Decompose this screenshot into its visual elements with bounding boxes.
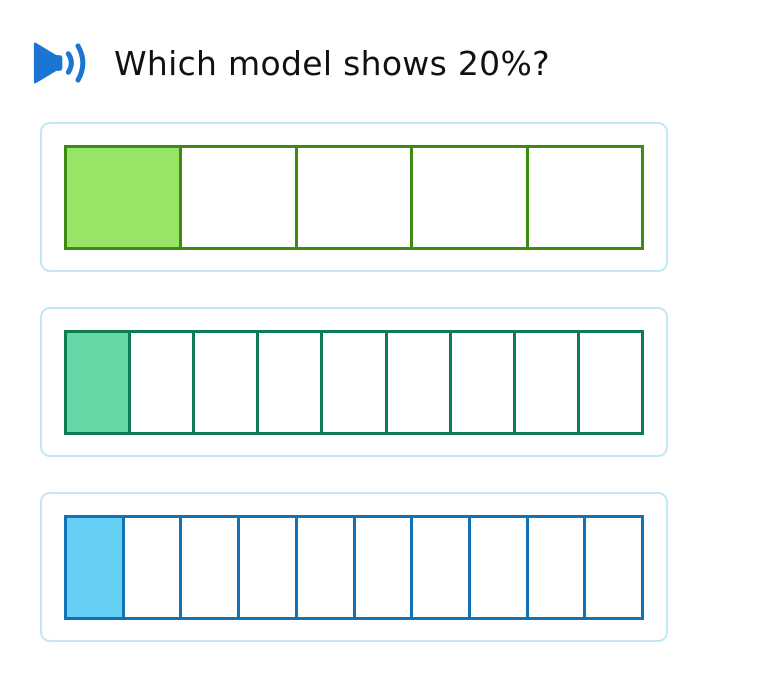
segment-empty bbox=[529, 517, 587, 617]
sound-wave-small bbox=[65, 51, 74, 75]
segment-empty bbox=[182, 147, 298, 247]
segment-empty bbox=[471, 517, 529, 617]
segment-empty bbox=[298, 517, 356, 617]
segment-empty bbox=[413, 517, 471, 617]
segment-empty bbox=[529, 148, 641, 247]
model-10-parts-1-shaded bbox=[64, 514, 644, 620]
segment-empty bbox=[131, 332, 196, 432]
answer-options bbox=[40, 122, 668, 642]
segment-filled bbox=[67, 517, 125, 617]
segment-empty bbox=[240, 517, 298, 617]
segment-empty bbox=[452, 332, 516, 432]
segment-empty bbox=[586, 518, 641, 617]
speaker-icon[interactable] bbox=[30, 40, 92, 86]
segment-empty bbox=[125, 517, 183, 617]
model-9-parts-1-shaded bbox=[64, 329, 644, 435]
segment-empty bbox=[182, 517, 241, 617]
segment-filled bbox=[67, 332, 132, 432]
answer-option-3[interactable] bbox=[40, 492, 668, 642]
segment-empty bbox=[323, 332, 388, 432]
segment-empty bbox=[259, 332, 324, 432]
segment-empty bbox=[516, 332, 580, 432]
segment-empty bbox=[195, 332, 260, 432]
segment-empty bbox=[388, 332, 452, 432]
segment-empty bbox=[580, 333, 641, 432]
answer-option-2[interactable] bbox=[40, 307, 668, 457]
segment-empty bbox=[413, 147, 529, 247]
speaker-horn bbox=[33, 42, 63, 84]
segment-empty bbox=[298, 147, 414, 247]
question-header: Which model shows 20%? bbox=[30, 40, 550, 86]
sound-wave-large bbox=[75, 43, 86, 83]
segment-empty bbox=[356, 517, 414, 617]
answer-option-1[interactable] bbox=[40, 122, 668, 272]
segment-filled bbox=[67, 147, 183, 247]
model-5-parts-1-shaded bbox=[64, 144, 644, 250]
question-text: Which model shows 20%? bbox=[114, 43, 550, 83]
